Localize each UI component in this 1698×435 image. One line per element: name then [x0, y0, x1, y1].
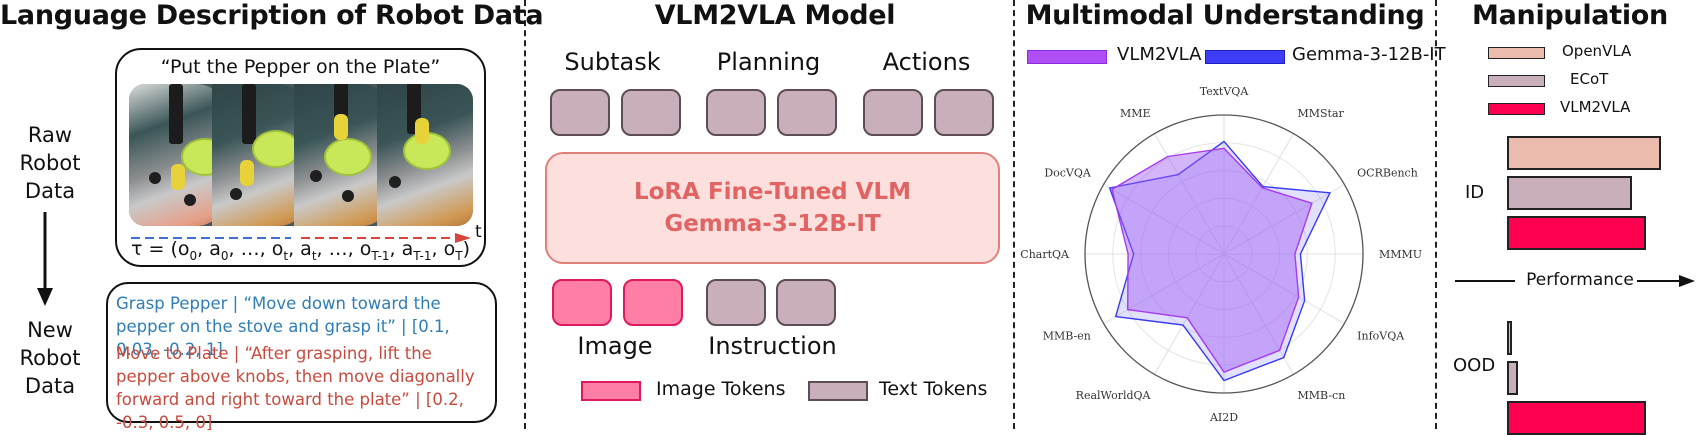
text-tokens-legend: Text Tokens [879, 378, 987, 400]
trajectory-term: aT-1 [402, 238, 432, 260]
vlm-block-line2: Gemma-3-12B-IT [664, 208, 880, 240]
image-token [623, 279, 683, 326]
radar-axis-label: MMB-en [1043, 330, 1091, 343]
raw-label-line: Robot [10, 149, 90, 177]
trajectory-term: at [300, 238, 316, 260]
instruction-token [776, 279, 836, 326]
trajectory-term: o0 [178, 238, 197, 260]
lora-vlm-block: LoRA Fine-Tuned VLM Gemma-3-12B-IT [545, 152, 1000, 264]
bar-ood-openvla [1507, 321, 1512, 355]
legend-swatch-ecot [1488, 75, 1545, 87]
legend-swatch-vlm2vla-manip [1488, 103, 1545, 115]
input-group-instruction: Instruction [700, 332, 845, 360]
trajectory-close: ) [463, 238, 470, 260]
action-token [934, 89, 994, 136]
new-data-card: Grasp Pepper | “Move down toward the pep… [106, 282, 497, 423]
raw-label-line: Raw [10, 121, 90, 149]
radar-axis-label: OCRBench [1357, 167, 1418, 180]
radar-axis-label: MME [1120, 107, 1151, 120]
output-group-actions: Actions [864, 48, 989, 76]
trajectory-formula: τ = (o0, a0, …, ot, at, …, oT-1, aT-1, o… [117, 238, 484, 263]
robot-photo-strip [129, 84, 473, 226]
trajectory-term: … [241, 238, 260, 260]
radar-axis-label: RealWorldQA [1076, 389, 1152, 402]
legend-label-openvla: OpenVLA [1562, 42, 1631, 60]
raw-robot-data-label: Raw Robot Data [10, 121, 90, 205]
legend-label-vlm2vla: VLM2VLA [1117, 44, 1201, 65]
instruction-token [706, 279, 766, 326]
manipulation-title: Manipulation [1445, 0, 1695, 31]
radar-axis-label: MMMU [1379, 248, 1422, 261]
legend-label-gemma: Gemma-3-12B-IT [1292, 44, 1446, 65]
radar-axis-label: AI2D [1209, 411, 1238, 424]
subtask-token [621, 89, 681, 136]
radar-axis-label: MMStar [1298, 107, 1345, 120]
image-tokens-swatch [581, 381, 641, 401]
radar-axis-label: TextVQA [1200, 85, 1250, 98]
radar-series-vlm2vla [1112, 148, 1312, 372]
trajectory-terms: o0, a0, …, ot, at, …, oT-1, aT-1, oT [178, 238, 463, 260]
legend-label-vlm2vla-manip: VLM2VLA [1560, 98, 1630, 116]
text-tokens-swatch [808, 381, 868, 401]
planning-token [706, 89, 766, 136]
legend-swatch-gemma [1205, 50, 1285, 64]
bar-id-vlm2vla [1507, 216, 1646, 250]
new-label-line: Robot [10, 344, 90, 372]
image-token [552, 279, 612, 326]
trajectory-term: … [329, 238, 348, 260]
legend-swatch-openvla [1488, 47, 1545, 59]
new-label-line: Data [10, 372, 90, 400]
bar-ood-vlm2vla [1507, 401, 1646, 435]
output-group-planning: Planning [706, 48, 831, 76]
subtask-move-to-plate: Move to Plate | “After grasping, lift th… [116, 342, 491, 434]
raw-data-card: “Put the Pepper on the Plate” [115, 48, 486, 267]
bar-id-openvla [1507, 136, 1661, 170]
radar-axis-label: DocVQA [1044, 167, 1092, 180]
radar-axis-label: ChartQA [1020, 248, 1070, 261]
group-label-ood: OOD [1453, 355, 1495, 376]
trajectory-open: τ = ( [131, 238, 178, 260]
trajectory-term: ot [272, 238, 288, 260]
trajectory-term: oT [444, 238, 463, 260]
group-label-id: ID [1465, 182, 1484, 203]
planning-token [777, 89, 837, 136]
bar-id-ecot [1507, 176, 1632, 210]
performance-label: Performance [1521, 270, 1639, 290]
model-title: VLM2VLA Model [540, 0, 1010, 31]
task-instruction: “Put the Pepper on the Plate” [117, 56, 484, 78]
image-tokens-legend: Image Tokens [656, 378, 786, 400]
robot-frame [377, 84, 474, 226]
new-robot-data-label: New Robot Data [10, 316, 90, 400]
multimodal-title: Multimodal Understanding [1020, 0, 1430, 31]
radar-axis-label: InfoVQA [1357, 330, 1405, 343]
robot-data-title: Language Description of Robot Data [0, 0, 500, 31]
raw-label-line: Data [10, 177, 90, 205]
down-arrow-icon [34, 210, 56, 310]
input-group-image: Image [560, 332, 670, 360]
subtask-token [550, 89, 610, 136]
bar-ood-ecot [1507, 361, 1518, 395]
legend-label-ecot: ECoT [1570, 70, 1608, 88]
new-label-line: New [10, 316, 90, 344]
vlm-block-line1: LoRA Fine-Tuned VLM [634, 176, 911, 208]
panel-divider [524, 0, 526, 429]
radar-axis-label: MMB-cn [1298, 389, 1346, 402]
trajectory-term: oT-1 [360, 238, 390, 260]
action-token [863, 89, 923, 136]
trajectory-term: a0 [209, 238, 228, 260]
legend-swatch-vlm2vla [1027, 50, 1107, 64]
output-group-subtask: Subtask [550, 48, 675, 76]
